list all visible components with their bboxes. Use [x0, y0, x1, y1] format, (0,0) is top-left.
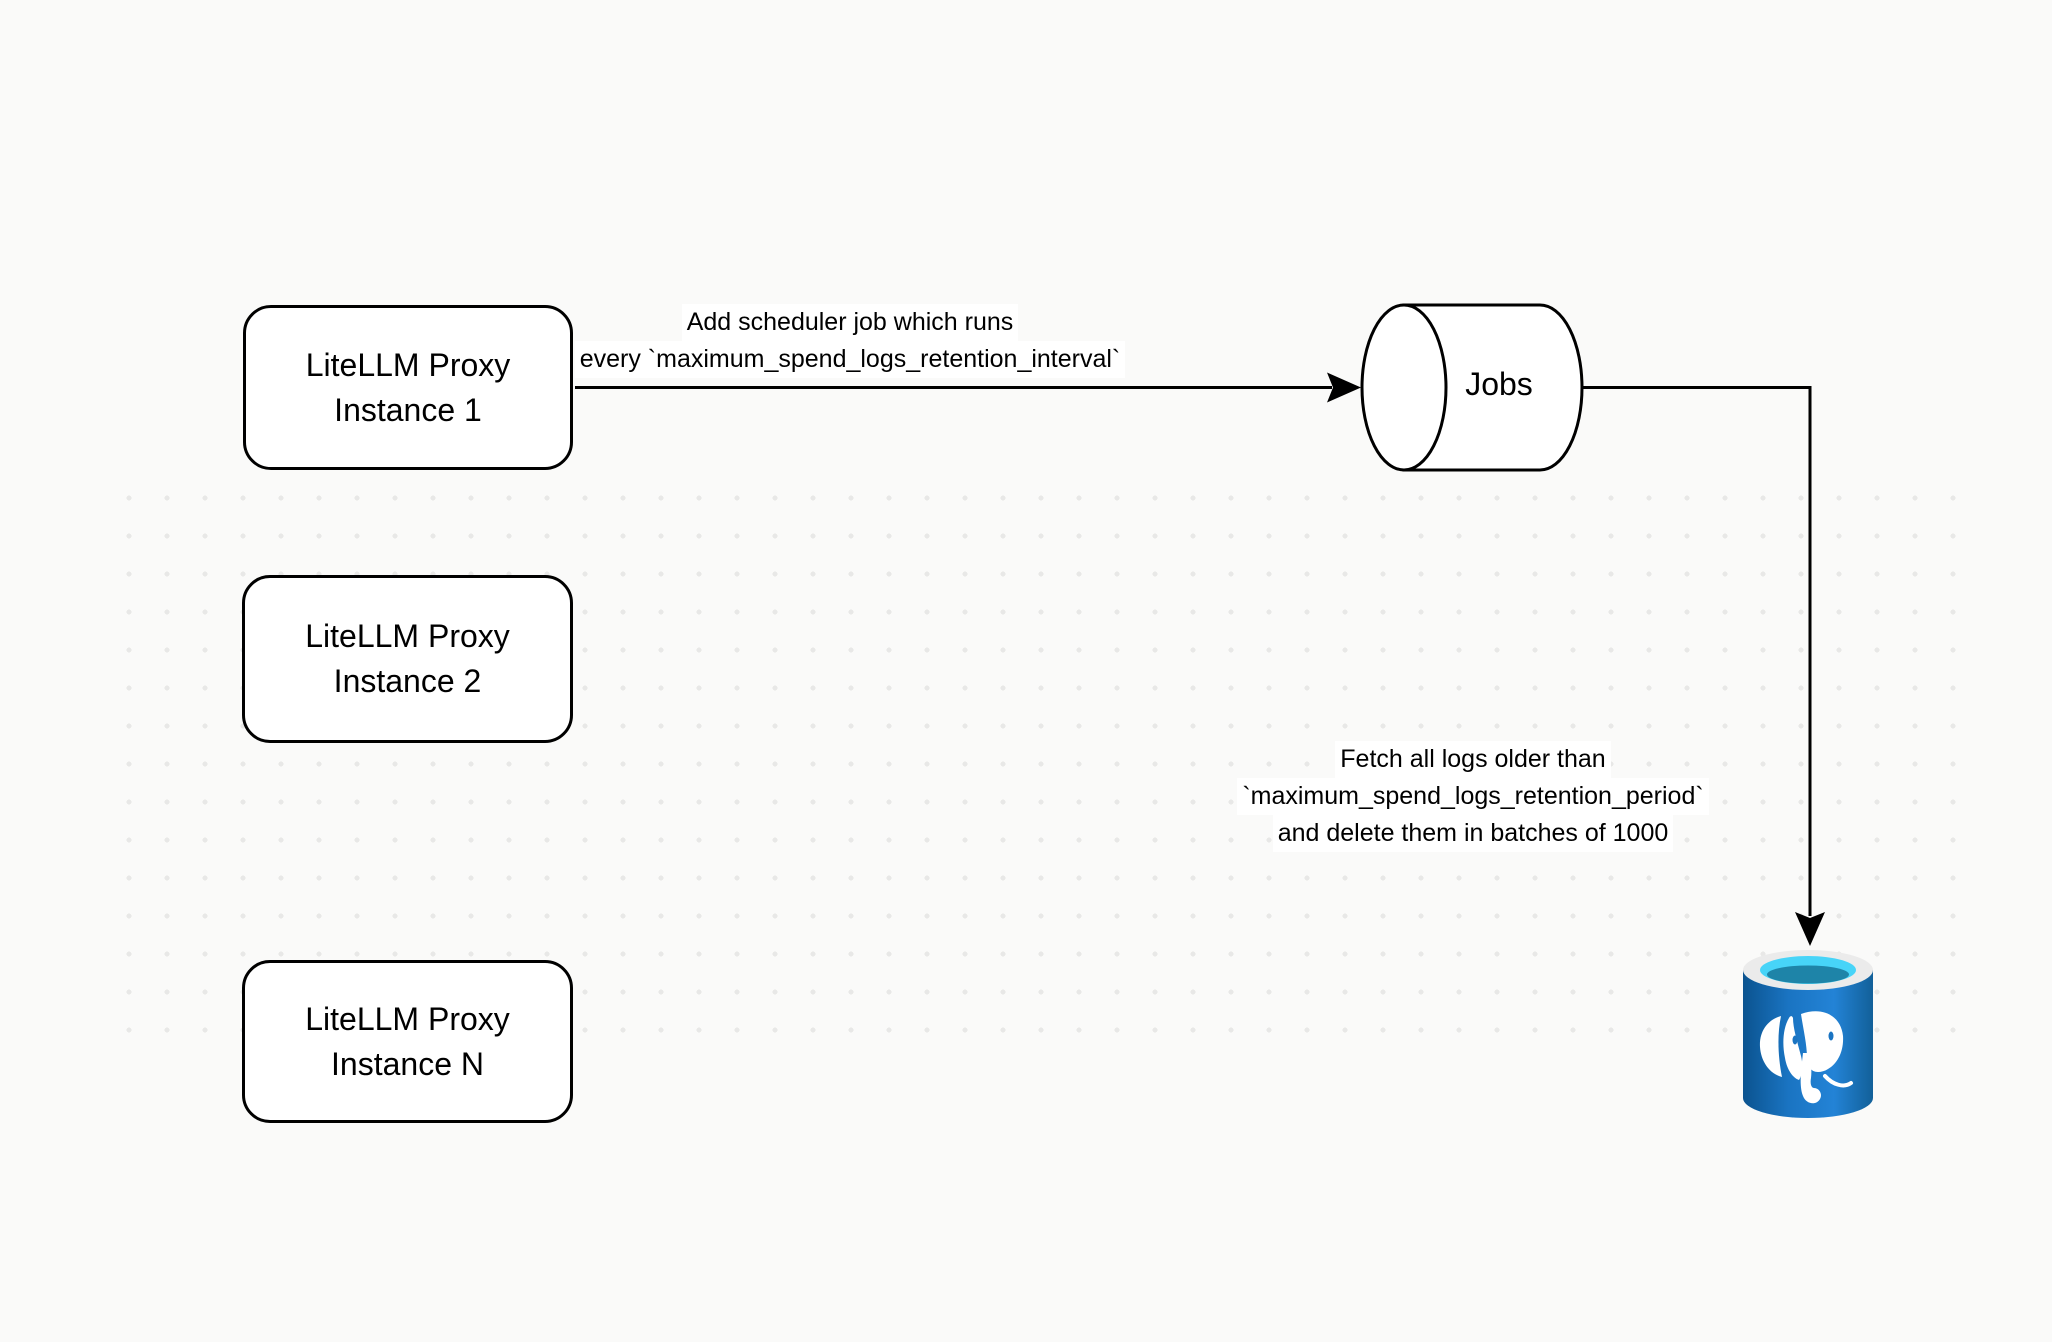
jobs-queue-cylinder — [1360, 303, 1584, 472]
node-litellm-proxy-instance-2: LiteLLM Proxy Instance 2 — [242, 575, 573, 743]
edge-label-line: every `maximum_spend_logs_retention_inte… — [574, 341, 1126, 378]
edge-label-fetch-delete: Fetch all logs older than `maximum_spend… — [1173, 741, 1773, 852]
edge-label-line: and delete them in batches of 1000 — [1272, 815, 1674, 852]
edge-label-add-scheduler: Add scheduler job which runs every `maxi… — [550, 304, 1150, 378]
edge-label-line: `maximum_spend_logs_retention_period` — [1237, 778, 1709, 815]
arrow-right-icon — [1327, 372, 1361, 403]
cylinder-body — [1402, 303, 1584, 472]
node-litellm-proxy-instance-1: LiteLLM Proxy Instance 1 — [243, 305, 573, 470]
node-litellm-proxy-instance-n: LiteLLM Proxy Instance N — [242, 960, 573, 1123]
cylinder-open-face — [1360, 303, 1448, 472]
edge-label-line: Add scheduler job which runs — [681, 304, 1019, 341]
arrow-down-icon — [1795, 912, 1825, 946]
edge-line — [1582, 386, 1812, 916]
node-label: LiteLLM Proxy Instance N — [305, 1000, 510, 1082]
dot-grid-background — [110, 479, 1978, 1047]
edge-fetch-delete — [1582, 386, 1825, 946]
postgres-elephant-icon — [1759, 1011, 1853, 1104]
node-label: LiteLLM Proxy Instance 2 — [305, 618, 510, 699]
node-label: LiteLLM Proxy Instance 1 — [305, 346, 511, 428]
edge-add-scheduler — [575, 372, 1361, 403]
edge-label-line: Fetch all logs older than — [1335, 741, 1611, 778]
jobs-node-label: Jobs — [1465, 366, 1533, 402]
db-top-inner-shadow — [1767, 965, 1849, 984]
postgresql-database-icon — [1743, 950, 1873, 1118]
